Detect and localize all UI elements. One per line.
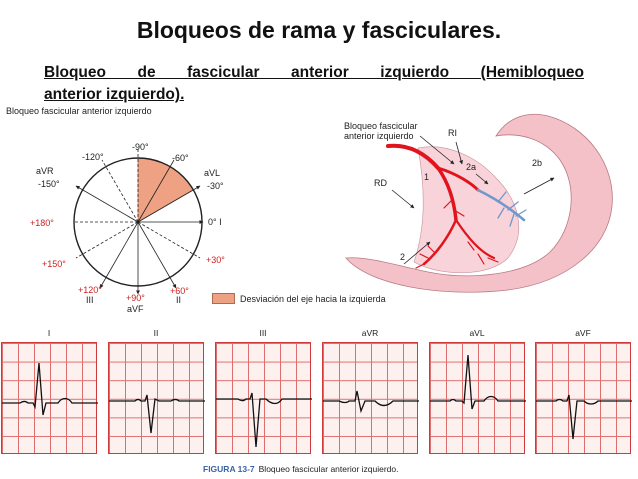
heart-label-rd: RD: [374, 178, 387, 188]
ecg-panel-avr: [322, 342, 419, 454]
axis-label-iii: III: [86, 295, 94, 305]
heart-label-1: 1: [424, 172, 429, 182]
heart-label-block2: anterior izquierdo: [344, 131, 414, 141]
ecg-trace-iii: [216, 392, 312, 448]
ecg-trace-avr: [323, 390, 419, 414]
axis-label-zero-i: 0° I: [208, 217, 222, 227]
axis-label-plus90: +90°: [126, 293, 145, 303]
heart-label-2b: 2b: [532, 158, 542, 168]
legend-text: Desviación del eje hacia la izquierda: [240, 293, 386, 304]
axis-wheel: -90° -60° -120° aVR -150° aVL -30° +180°…: [30, 142, 225, 314]
ecg-label-avl: aVL: [469, 328, 485, 338]
slide-title: Bloqueos de rama y fasciculares.: [136, 17, 502, 43]
axis-label-minus30: -30°: [207, 181, 224, 191]
axis-label-minus120: -120°: [82, 152, 104, 162]
figure-label: Bloqueo fascicular anterior izquierdo: [6, 106, 152, 116]
caption-text: Bloqueo fascicular anterior izquierdo.: [258, 464, 399, 474]
axis-label-avf: aVF: [127, 304, 144, 314]
axis-label-minus60: -60°: [172, 153, 189, 163]
heart-label-ri: RI: [448, 128, 457, 138]
slide-subtitle-line2: anterior izquierdo).: [44, 86, 185, 103]
septum: [413, 146, 520, 274]
ecg-label-avr: aVR: [361, 328, 379, 338]
axis-label-minus90: -90°: [132, 142, 149, 152]
axis-label-minus150: -150°: [38, 179, 60, 189]
ecg-label-i: I: [47, 328, 51, 338]
blocked-fascicle: [476, 188, 527, 227]
heart-label-block: Bloqueo fascicular: [344, 121, 418, 131]
ecg-trace-avl: [430, 354, 526, 410]
heart-label-2: 2: [400, 252, 405, 262]
ecg-trace-ii: [109, 394, 205, 434]
ecg-panel-avf: [535, 342, 632, 454]
axis-label-plus180: +180°: [30, 218, 54, 228]
ecg-label-ii: II: [153, 328, 159, 338]
ecg-panel-avl: [429, 342, 526, 454]
ecg-panel-ii: [108, 342, 205, 454]
caption-figure-number: FIGURA 13-7: [203, 464, 255, 474]
axis-label-plus120: +120°: [78, 285, 102, 295]
axis-label-plus30: +30°: [206, 255, 225, 265]
heart-conduction-diagram: Bloqueo fascicular anterior izquierdo RI…: [344, 113, 613, 293]
ecg-trace-i: [2, 362, 98, 416]
ecg-label-iii: III: [259, 328, 267, 338]
heart-muscle: [345, 113, 613, 293]
axis-label-avr: aVR: [36, 166, 54, 176]
ecg-trace-avf: [536, 394, 632, 440]
ecg-panel-iii: [215, 342, 312, 454]
ecg-panel-i: [1, 342, 98, 454]
heart-label-2a: 2a: [466, 162, 476, 172]
conduction-system: [386, 143, 499, 269]
legend: Desviación del eje hacia la izquierda: [212, 293, 386, 304]
axis-deviation-sector: [137, 157, 194, 223]
axis-label-ii: II: [176, 295, 181, 305]
axis-label-avl: aVL: [204, 168, 220, 178]
slide-subtitle-line1: Bloqueo de fascicular anterior izquierdo…: [44, 64, 584, 81]
axis-label-plus60: +60°: [170, 286, 189, 296]
ecg-label-avf: aVF: [575, 328, 591, 338]
axis-label-plus150: +150°: [42, 259, 66, 269]
legend-swatch: [212, 293, 235, 304]
